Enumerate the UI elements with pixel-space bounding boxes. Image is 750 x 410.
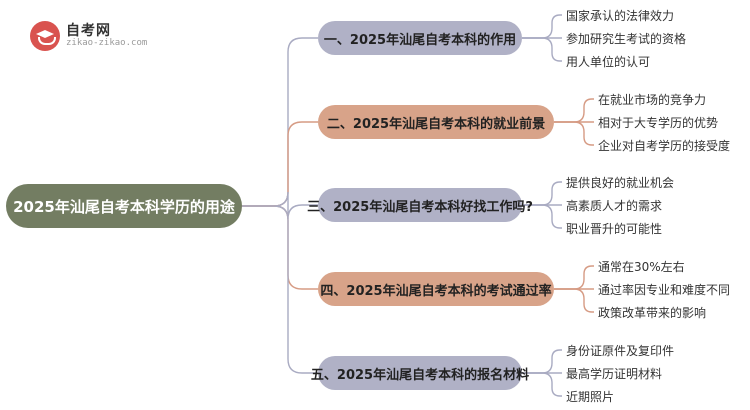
leaf-node: 近期照片 [566, 390, 615, 404]
leaf-node: 通过率因专业和难度不同 [598, 283, 731, 297]
branch-node-1: 一、2025年汕尾自考本科的作用 [318, 21, 522, 55]
leaf-node: 相对于大专学历的优势 [598, 116, 719, 130]
site-logo[interactable]: 自考网 zikao-zikao.com [30, 18, 150, 52]
leaf-node: 通常在30%左右 [598, 260, 685, 274]
connector-line [554, 288, 594, 313]
connector-line [242, 205, 318, 290]
leaf-node: 最高学历证明材料 [566, 367, 663, 381]
leaf-node: 身份证原件及复印件 [566, 344, 675, 358]
branch-node-5: 五、2025年汕尾自考本科的报名材料 [311, 356, 529, 390]
connector-line [242, 205, 318, 374]
leaf-node: 在就业市场的竞争力 [598, 93, 707, 107]
root-node: 2025年汕尾自考本科学历的用途 [6, 184, 242, 228]
branch-node-3: 三、2025年汕尾自考本科好找工作吗? [307, 188, 533, 222]
logo-subtitle: zikao-zikao.com [66, 38, 148, 48]
connector-line [242, 121, 318, 207]
leaf-node: 政策改革带来的影响 [598, 306, 707, 320]
branch-node-2: 二、2025年汕尾自考本科的就业前景 [318, 105, 554, 139]
leaf-node: 参加研究生考试的资格 [566, 32, 687, 46]
leaf-node: 用人单位的认可 [566, 55, 651, 69]
leaf-node: 提供良好的就业机会 [566, 176, 675, 190]
leaf-node: 企业对自考学历的接受度 [598, 139, 731, 153]
connector-line [522, 14, 562, 39]
connector-line [242, 191, 318, 220]
logo-title: 自考网 [66, 23, 111, 39]
connector-line [554, 98, 594, 123]
leaf-node: 国家承认的法律效力 [566, 9, 675, 23]
leaf-node: 高素质人才的需求 [566, 199, 663, 213]
graduation-cap-icon [30, 21, 60, 51]
connector-line [522, 204, 562, 229]
connector-line [554, 265, 594, 290]
connector-line [554, 121, 594, 146]
connector-line [522, 372, 562, 397]
leaf-node: 职业晋升的可能性 [566, 222, 663, 236]
branch-node-4: 四、2025年汕尾自考本科的考试通过率 [318, 272, 554, 306]
connector-line [522, 37, 562, 62]
